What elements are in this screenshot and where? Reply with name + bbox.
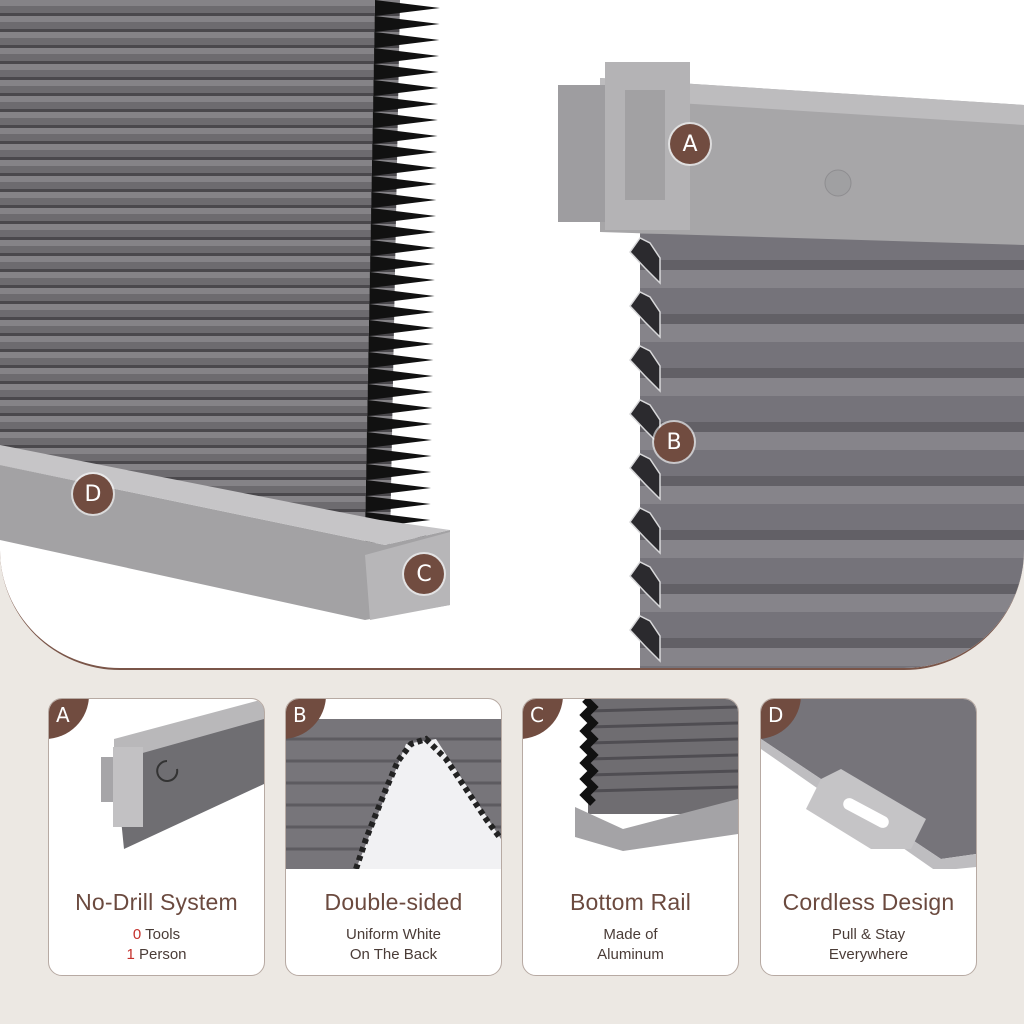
- pull-handle-icon: [761, 699, 976, 869]
- feature-card-no-drill: A No-Drill System 0 Tools 1 Person: [48, 698, 265, 976]
- cellular-fabric-icon: [286, 719, 501, 869]
- card-line-1: Uniform White: [345, 926, 442, 943]
- left-shade-fabric: [0, 0, 440, 545]
- feature-card-cordless: D Cordless Design Pull & Stay Everywhere: [760, 698, 977, 976]
- cell-edge: [629, 345, 661, 393]
- feature-card-double-sided: B Double-sided Uniform White On The Back: [285, 698, 502, 976]
- card-line-2: Aluminum: [597, 946, 664, 963]
- hero-product-image: A B C D: [0, 0, 1024, 670]
- card-line-1: 0 Tools: [132, 926, 181, 943]
- card-line-2: 1 Person: [126, 946, 187, 963]
- card-title: Bottom Rail: [569, 889, 692, 915]
- card-title: Cordless Design: [782, 889, 955, 915]
- hero-illustration: [0, 0, 1024, 668]
- card-title: No-Drill System: [75, 889, 238, 915]
- cell-edge: [629, 453, 661, 501]
- cell-edge: [629, 291, 661, 339]
- cell-edge: [629, 237, 661, 285]
- right-shade: [558, 62, 1024, 668]
- cell-edge: [629, 561, 661, 609]
- badge-a: A: [670, 124, 710, 164]
- cell-edge: [629, 615, 661, 663]
- bottom-rail-icon: [575, 699, 738, 851]
- badge-d: D: [73, 474, 113, 514]
- card-line-2: Everywhere: [828, 946, 909, 963]
- card-title: Double-sided: [324, 889, 463, 915]
- badge-c: C: [404, 554, 444, 594]
- cell-edge: [629, 507, 661, 555]
- feature-card-bottom-rail: C Bottom Rail Made of Aluminum: [522, 698, 739, 976]
- card-line-1: Pull & Stay: [831, 926, 906, 943]
- badge-b: B: [654, 422, 694, 462]
- card-line-2: On The Back: [349, 946, 438, 963]
- right-shade-cell-edges: [629, 237, 661, 663]
- card-line-1: Made of: [603, 926, 658, 943]
- headrail-clip-icon: [101, 699, 264, 849]
